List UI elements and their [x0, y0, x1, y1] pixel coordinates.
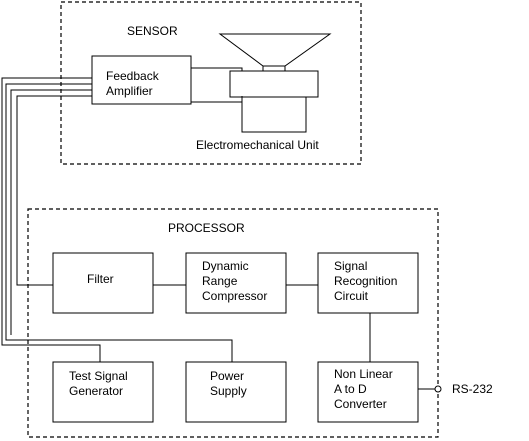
wire-amp-test-signal	[1, 77, 101, 362]
compressor-box	[185, 252, 287, 314]
rs232-label: RS-232	[452, 382, 493, 396]
feedback-amplifier-box	[91, 55, 192, 105]
power-supply-box	[185, 361, 287, 423]
wire-amp-power	[5, 83, 233, 362]
power-supply-label: Power Supply	[210, 369, 247, 398]
wire-amp-filter	[16, 95, 92, 286]
processor-group	[27, 208, 439, 438]
sensor-title: SENSOR	[127, 24, 178, 38]
recognition-box	[317, 252, 419, 314]
test-signal-label: Test Signal Generator	[69, 369, 131, 398]
sensor-group	[60, 1, 362, 165]
electromechanical-unit-label: Electromechanical Unit	[196, 138, 319, 152]
output-terminal-icon	[434, 385, 442, 393]
processor-title: PROCESSOR	[168, 221, 245, 235]
wire-amp-unit-bottom	[191, 96, 243, 103]
test-signal-box	[52, 361, 154, 423]
converter-box	[317, 361, 419, 423]
converter-label: Non Linear A to D Converter	[334, 367, 396, 411]
wire-amp-unit-top	[191, 67, 243, 71]
filter-box	[52, 252, 154, 314]
compressor-label: Dynamic Range Compressor	[202, 259, 267, 303]
filter-label: Filter	[87, 272, 114, 286]
feedback-amplifier-label: Feedback Amplifier	[106, 69, 162, 98]
recognition-label: Signal Recognition Circuit	[334, 259, 401, 303]
wire-amp-extra	[10, 89, 92, 335]
speaker-icon	[218, 33, 332, 133]
